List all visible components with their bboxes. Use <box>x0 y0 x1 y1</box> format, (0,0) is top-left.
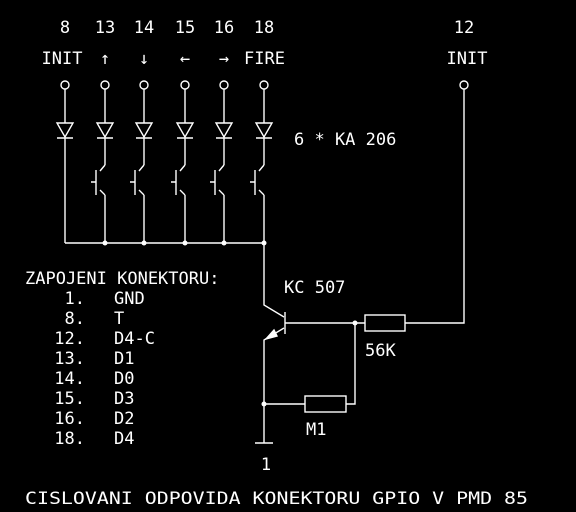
junction-dot <box>352 320 358 326</box>
push-switch-symbol <box>130 164 145 243</box>
resistor-m1-label: M1 <box>306 420 326 440</box>
diode-symbol <box>55 89 75 243</box>
footer-note: CISLOVANI ODPOVIDA KONEKTORU GPIO V PMD … <box>25 489 528 509</box>
init-pin-number: 12 <box>454 18 474 38</box>
connector-table-signal: T <box>114 309 124 329</box>
diode-symbol <box>175 89 195 165</box>
push-switch-symbol <box>91 164 106 243</box>
push-switch-symbol <box>210 164 225 243</box>
connector-table-pin: 8. <box>65 309 85 329</box>
diodes-label: 6 * KA 206 <box>294 130 396 150</box>
diode-symbol <box>254 89 274 165</box>
connector-table-pin: 14. <box>54 369 85 389</box>
connector-table-pin: 15. <box>54 389 85 409</box>
emitter-arrow <box>263 328 279 341</box>
resistor-56k <box>364 314 406 332</box>
pin-number: 15 <box>175 18 195 38</box>
emitter-wire <box>263 327 285 443</box>
channel-pin14 <box>130 80 154 243</box>
bus-junctions <box>102 240 267 246</box>
connector-pin-circle <box>60 80 70 90</box>
connector-pin-circle <box>180 80 190 90</box>
connector-pin-circle <box>139 80 149 90</box>
pin-number-row: 8 13 14 15 16 18 12 <box>60 18 474 38</box>
push-switch-symbol <box>171 164 186 243</box>
init-connector-pin-circle <box>459 80 469 90</box>
input-channels <box>55 80 274 243</box>
ground-pin-label: 1 <box>261 455 271 475</box>
init-pin-label: INIT <box>447 49 488 69</box>
connector-table-pin: 12. <box>54 329 85 349</box>
channel-pin16 <box>210 80 234 243</box>
connector-table-pin: 18. <box>54 429 85 449</box>
pin-label-init: INIT <box>42 49 83 69</box>
junction-dot <box>182 240 188 246</box>
connector-pin-circle <box>100 80 110 90</box>
diode-symbol <box>214 89 234 165</box>
junction-dot <box>221 240 227 246</box>
pin-label-row: INIT ↑ ↓ ← → FIRE INIT <box>42 49 488 69</box>
channel-pin15 <box>171 80 195 243</box>
junction-dot <box>261 401 267 407</box>
connector-table-signal: D3 <box>114 389 134 409</box>
pin-label-up-arrow: ↑ <box>100 49 110 69</box>
connector-table: ZAPOJENI KONEKTORU: 1. GND 8. T 12. D4-C… <box>25 269 219 449</box>
push-switch-symbol <box>250 164 265 243</box>
connector-table-heading: ZAPOJENI KONEKTORU: <box>25 269 219 289</box>
pin-number: 16 <box>214 18 234 38</box>
collector-wire <box>263 243 285 318</box>
junction-dot <box>141 240 147 246</box>
connector-pin-circle <box>259 80 269 90</box>
connector-table-pin: 13. <box>54 349 85 369</box>
init-line-wire <box>405 89 465 324</box>
feedback-wire <box>346 323 356 405</box>
resistor-m1 <box>304 395 347 413</box>
transistor-kc507 <box>263 243 365 443</box>
pin-label-down-arrow: ↓ <box>139 49 149 69</box>
pin-number: 14 <box>134 18 154 38</box>
pin-label-fire: FIRE <box>244 49 285 69</box>
connector-table-signal: D0 <box>114 369 134 389</box>
transistor-label: KC 507 <box>284 278 345 298</box>
connector-table-signal: D1 <box>114 349 134 369</box>
connector-table-signal: D2 <box>114 409 134 429</box>
channel-pin18 <box>250 80 274 243</box>
channel-pin8 <box>55 80 75 243</box>
pin-label-right-arrow: → <box>219 49 229 69</box>
pin-number: 18 <box>254 18 274 38</box>
pin-number: 8 <box>60 18 70 38</box>
pin-number: 13 <box>95 18 115 38</box>
connector-pin-circle <box>219 80 229 90</box>
pin-label-left-arrow: ← <box>180 49 190 69</box>
channel-pin13 <box>91 80 115 243</box>
connector-table-signal: GND <box>114 289 145 309</box>
connector-table-pin: 1. <box>65 289 85 309</box>
connector-table-signal: D4 <box>114 429 134 449</box>
diode-symbol <box>134 89 154 165</box>
connector-table-signal: D4-C <box>114 329 155 349</box>
junction-dot <box>102 240 108 246</box>
connector-table-pin: 16. <box>54 409 85 429</box>
resistor-56k-label: 56K <box>365 341 396 361</box>
diode-symbol <box>95 89 115 165</box>
